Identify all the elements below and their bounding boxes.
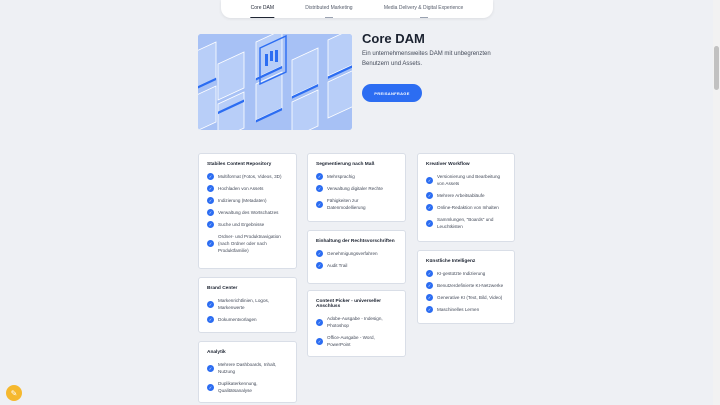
card-title: Analytik — [207, 350, 226, 355]
hero-description: Ein unternehmensweites DAM mit unbegrenz… — [362, 51, 491, 67]
tab-media-delivery[interactable]: Media Delivery & Digital Experience — [384, 0, 463, 18]
list-item: ✓KI-gestützte Indizierung — [426, 270, 486, 277]
card-legal-compliance: Einhaltung der Rechtsvorschriften ✓Geneh… — [307, 230, 406, 284]
list-item: ✓Adobe-Ausgabe - Indesign, Photoshop — [316, 316, 383, 328]
hero-illustration — [198, 34, 352, 130]
check-circle-icon: ✓ — [207, 383, 214, 391]
card-stable-content-repository: Stabiles Content Repository ✓Multiformat… — [198, 153, 297, 269]
card-artificial-intelligence: Künstliche Intelligenz ✓KI-gestützte Ind… — [417, 250, 515, 324]
list-item: ✓Online-Redaktion von Inhalten — [426, 204, 499, 211]
check-circle-icon: ✓ — [426, 294, 433, 301]
check-circle-icon: ✓ — [426, 204, 433, 211]
list-item: ✓Fähigkeiten zur Datenmodellierung — [316, 198, 366, 210]
check-circle-icon: ✓ — [207, 364, 214, 372]
card-title: Brand Center — [207, 286, 238, 291]
check-circle-icon: ✓ — [426, 176, 433, 184]
check-circle-icon: ✓ — [316, 250, 323, 257]
card-brand-center: Brand Center ✓Markenrichtlinien, Logos, … — [198, 277, 297, 333]
list-item: ✓Sammlungen, "Boards" und Leuchtkisten — [426, 217, 494, 229]
list-item: ✓Indizierung (Metadaten) — [207, 197, 267, 204]
check-circle-icon: ✓ — [426, 192, 433, 199]
list-item: ✓Audit Trail — [316, 262, 348, 269]
check-circle-icon: ✓ — [316, 185, 323, 192]
list-item: ✓Mehrere Arbeitsabläufe — [426, 192, 485, 199]
tab-bar: Core DAM Distributed Marketing Media Del… — [221, 0, 493, 18]
check-circle-icon: ✓ — [316, 262, 323, 269]
check-circle-icon: ✓ — [207, 316, 214, 323]
list-item: ✓Duplikaterkennung, Qualitätsanalyse — [207, 381, 258, 393]
check-circle-icon: ✓ — [207, 185, 214, 192]
check-circle-icon: ✓ — [426, 219, 433, 227]
list-item: ✓Verwaltung digitaler Rechte — [316, 185, 383, 192]
card-segmentation: Segmentierung nach Maß ✓Mehrsprachig ✓Ve… — [307, 153, 406, 222]
list-item: ✓Generative KI (Text, Bild, Video) — [426, 294, 503, 301]
scrollbar-thumb[interactable] — [714, 46, 719, 90]
list-item: ✓Suche und Ergebnisse — [207, 221, 265, 228]
list-item: ✓Versionierung und Bearbeitung von Asset… — [426, 174, 501, 186]
check-circle-icon: ✓ — [316, 173, 323, 180]
list-item: ✓Mehrere Dashboards, Inhalt, Nutzung — [207, 362, 277, 374]
assistant-icon[interactable]: ✎ — [6, 385, 22, 401]
tab-distributed-marketing[interactable]: Distributed Marketing — [305, 0, 353, 18]
check-circle-icon: ✓ — [207, 240, 214, 247]
list-item: ✓Dokumentvorlagen — [207, 316, 257, 323]
list-item: ✓Mehrsprachig — [316, 173, 355, 180]
price-request-button[interactable]: PREISANFRAGE — [362, 84, 422, 102]
card-analytics: Analytik ✓Mehrere Dashboards, Inhalt, Nu… — [198, 341, 297, 403]
list-item: ✓Verwaltung des Wortschatzes — [207, 209, 279, 216]
check-circle-icon: ✓ — [316, 337, 323, 345]
page-title: Core DAM — [362, 31, 425, 46]
check-circle-icon: ✓ — [207, 221, 214, 228]
check-circle-icon: ✓ — [316, 318, 323, 326]
check-circle-icon: ✓ — [207, 300, 214, 308]
check-circle-icon: ✓ — [426, 306, 433, 313]
list-item: ✓Genehmigungsverfahren — [316, 250, 378, 257]
list-item: ✓Markenrichtlinien, Logos, Markenwerte — [207, 298, 270, 310]
card-title: Einhaltung der Rechtsvorschriften — [316, 239, 395, 244]
tab-core-dam[interactable]: Core DAM — [250, 0, 274, 18]
card-title: Segmentierung nach Maß — [316, 162, 375, 167]
card-content-picker: Content Picker - universeller Anschluss … — [307, 290, 406, 357]
check-circle-icon: ✓ — [207, 197, 214, 204]
check-circle-icon: ✓ — [426, 282, 433, 289]
card-title: Stabiles Content Repository — [207, 162, 272, 167]
list-item: ✓Ordner- und Produktnavigation (nach Ord… — [207, 234, 281, 253]
check-circle-icon: ✓ — [207, 209, 214, 216]
list-item: ✓Office-Ausgabe - Word, PowerPoint — [316, 335, 375, 347]
list-item: ✓Benutzerdefinierte KI-Netzwerke — [426, 282, 504, 289]
card-title: Kreativer Workflow — [426, 162, 470, 167]
check-circle-icon: ✓ — [426, 270, 433, 277]
check-circle-icon: ✓ — [316, 200, 323, 208]
list-item: ✓Maschinelles Lernen — [426, 306, 480, 313]
list-item: ✓Hochladen von Assets — [207, 185, 264, 192]
card-title: Künstliche Intelligenz — [426, 259, 476, 264]
card-title: Content Picker - universeller Anschluss — [316, 299, 382, 309]
check-circle-icon: ✓ — [207, 173, 214, 180]
page-scrollbar[interactable] — [713, 0, 720, 405]
card-creative-workflow: Kreativer Workflow ✓Versionierung und Be… — [417, 153, 515, 242]
list-item: ✓Multiformat (Fotos, Videos, 3D) — [207, 173, 282, 180]
